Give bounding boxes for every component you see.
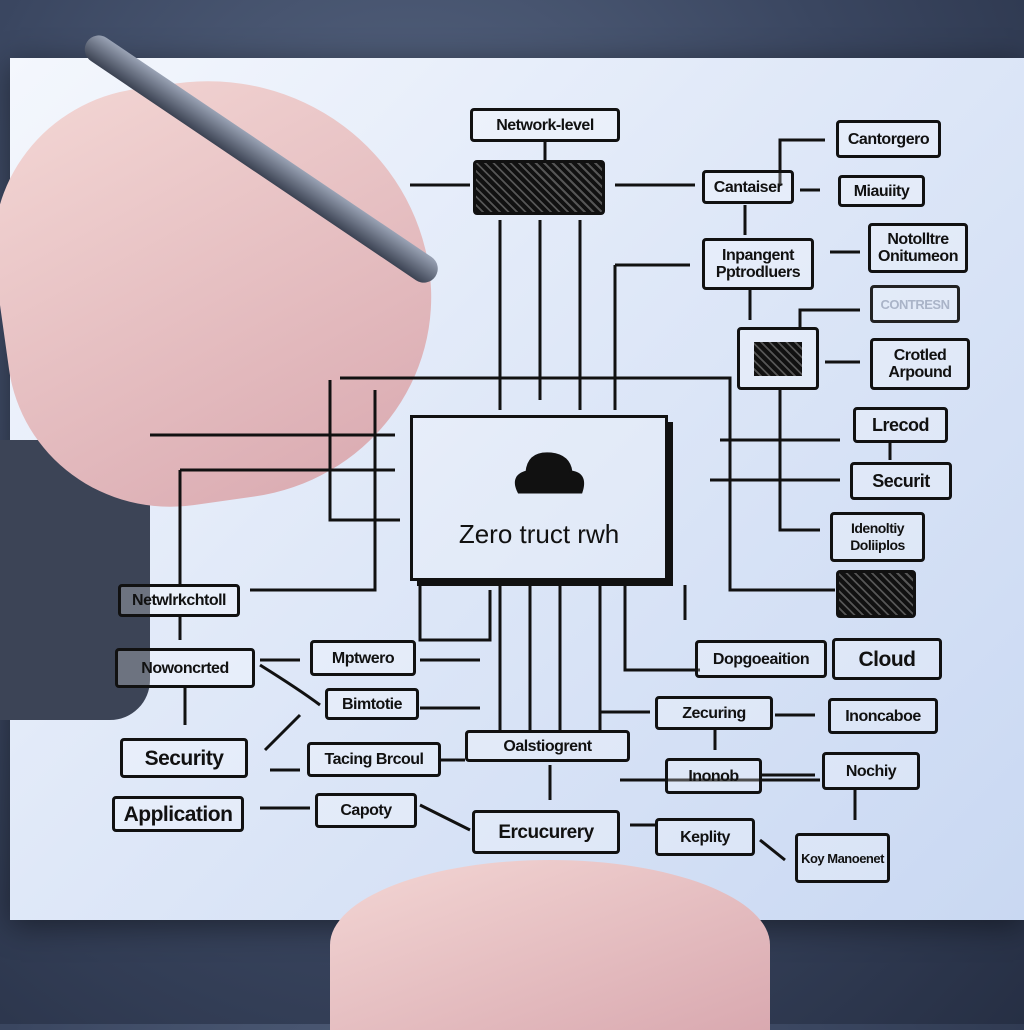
node-inoncaboe: Inoncaboe bbox=[828, 698, 938, 734]
node-bimtotie: Bimtotie bbox=[325, 688, 419, 720]
node-network-level: Network-level bbox=[470, 108, 620, 142]
node-securit: Securit bbox=[850, 462, 952, 500]
node-capoty: Capoty bbox=[315, 793, 417, 828]
node-faded: CONTRESN bbox=[870, 285, 960, 323]
cloud-icon bbox=[514, 452, 585, 494]
node-oalstiogrent: Oalstiogrent bbox=[465, 730, 630, 762]
node-keplity: Keplity bbox=[655, 818, 755, 856]
node-dopgoeaition: Dopgoeaition bbox=[695, 640, 827, 678]
icon-box bbox=[737, 327, 819, 390]
node-cantorgero: Cantorgero bbox=[836, 120, 941, 158]
node-ercucurery: Ercucurery bbox=[472, 810, 620, 854]
node-mptwero: Mptwero bbox=[310, 640, 416, 676]
node-lrecod: Lrecod bbox=[853, 407, 948, 443]
node-cantaiser: Cantaiser bbox=[702, 170, 794, 204]
hatched-icon bbox=[754, 341, 802, 376]
node-cloud: Cloud bbox=[832, 638, 942, 680]
node-application: Application bbox=[112, 796, 244, 832]
zero-trust-main-box: Zero truct rwh bbox=[410, 415, 668, 581]
node-crotled: Crotled Arpound bbox=[870, 338, 970, 390]
bottom-hand bbox=[330, 860, 770, 1030]
node-inpangent: Inpangent Pptrodluers bbox=[702, 238, 814, 290]
node-identity: Idenoltiy Doliiplos bbox=[830, 512, 925, 562]
node-security: Security bbox=[120, 738, 248, 778]
node-notolltre: Notolltre Onitumeon bbox=[868, 223, 968, 273]
node-key-management: Koy Manoenet bbox=[795, 833, 890, 883]
hatched-box-2 bbox=[836, 570, 916, 618]
node-zecuring: Zecuring bbox=[655, 696, 773, 730]
node-nochiy: Nochiy bbox=[822, 752, 920, 790]
node-inonob: Inonob bbox=[665, 758, 762, 794]
node-tacing: Tacing Brcoul bbox=[307, 742, 441, 777]
node-nowoncrted: Nowoncrted bbox=[115, 648, 255, 688]
node-netwlrk: Netwlrkchtoll bbox=[118, 584, 240, 617]
node-miauiity: Miauiity bbox=[838, 175, 925, 207]
hatched-box bbox=[473, 160, 605, 215]
main-label: Zero truct rwh bbox=[458, 519, 620, 549]
